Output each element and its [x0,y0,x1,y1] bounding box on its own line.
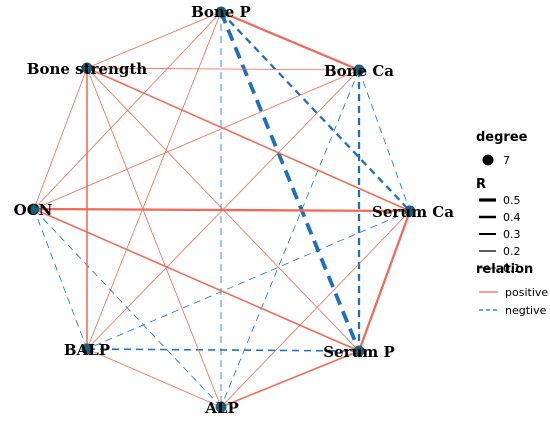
edge-bone-p-bone-strength [86,11,222,69]
edge-serum-ca-alp [220,210,411,408]
edge-alp-bone-strength [86,67,222,408]
node-label-bone-p: Bone P [191,3,251,21]
legend-r-items: 0.5 0.4 0.3 0.2 0.1 [479,194,521,275]
edge-ocn-bone-strength [33,67,88,210]
edge-bone-ca-bone-strength [86,67,360,71]
edge-serum-p-balp [86,348,360,352]
node-bone-strength [81,62,93,74]
node-serum-ca [404,205,416,217]
legend-r-label: 0.4 [503,211,521,224]
legend: degree 7 R 0.5 0.4 0.3 0.2 0.1 relation posi… [476,130,548,317]
edge-serum-p-alp [220,350,360,408]
edge-balp-ocn [33,208,88,350]
edge-bone-p-balp [86,11,222,350]
edge-bone-ca-serum-ca [358,69,411,212]
legend-degree-value: 7 [503,154,510,167]
edge-bone-p-bone-ca [220,10,360,72]
edge-serum-ca-serum-p [357,210,412,352]
legend-r-label: 0.1 [503,262,521,275]
node-label-bone-strength: Bone strength [27,60,147,78]
edge-serum-p-bone-strength [86,67,360,352]
edge-alp-balp [86,348,222,408]
legend-relation-label-negative: negtive [505,304,547,317]
node-label-alp: ALP [204,399,238,417]
node-alp [215,401,227,413]
node-label-serum-p: Serum P [323,343,395,361]
edge-bone-ca-ocn [33,69,360,210]
edge-serum-ca-ocn [33,207,411,213]
node-label-ocn: OCN [14,201,53,219]
node-balp [81,343,93,355]
edge-bone-p-serum-ca [220,11,411,212]
legend-r-label: 0.3 [503,228,521,241]
node-bone-ca [353,64,365,76]
node-ocn [28,203,40,215]
legend-r-label: 0.5 [503,194,521,207]
legend-relation-label-positive: positive [505,286,548,299]
node-serum-p [353,345,365,357]
node-label-bone-ca: Bone Ca [324,62,394,80]
legend-relation-items: positive negtive [479,286,548,317]
node-label-serum-ca: Serum Ca [372,203,454,221]
edge-serum-p-ocn [33,208,360,352]
edge-bone-p-serum-p [219,11,361,352]
legend-relation-title: relation [476,262,533,277]
legend-degree-title: degree [476,130,528,145]
labels-layer: Bone P Bone Ca Serum Ca Serum P ALP BALP OCN Bo… [14,3,455,417]
edge-alp-ocn [33,208,222,408]
edge-serum-ca-balp [86,210,411,350]
edge-serum-ca-bone-strength [86,67,411,212]
edges-layer [33,10,412,408]
node-bone-p [215,6,227,18]
legend-r-label: 0.2 [503,245,521,258]
node-label-balp: BALP [64,341,110,359]
legend-degree-dot [482,154,494,166]
nodes-layer [28,6,416,413]
legend-r-title: R [476,177,486,192]
